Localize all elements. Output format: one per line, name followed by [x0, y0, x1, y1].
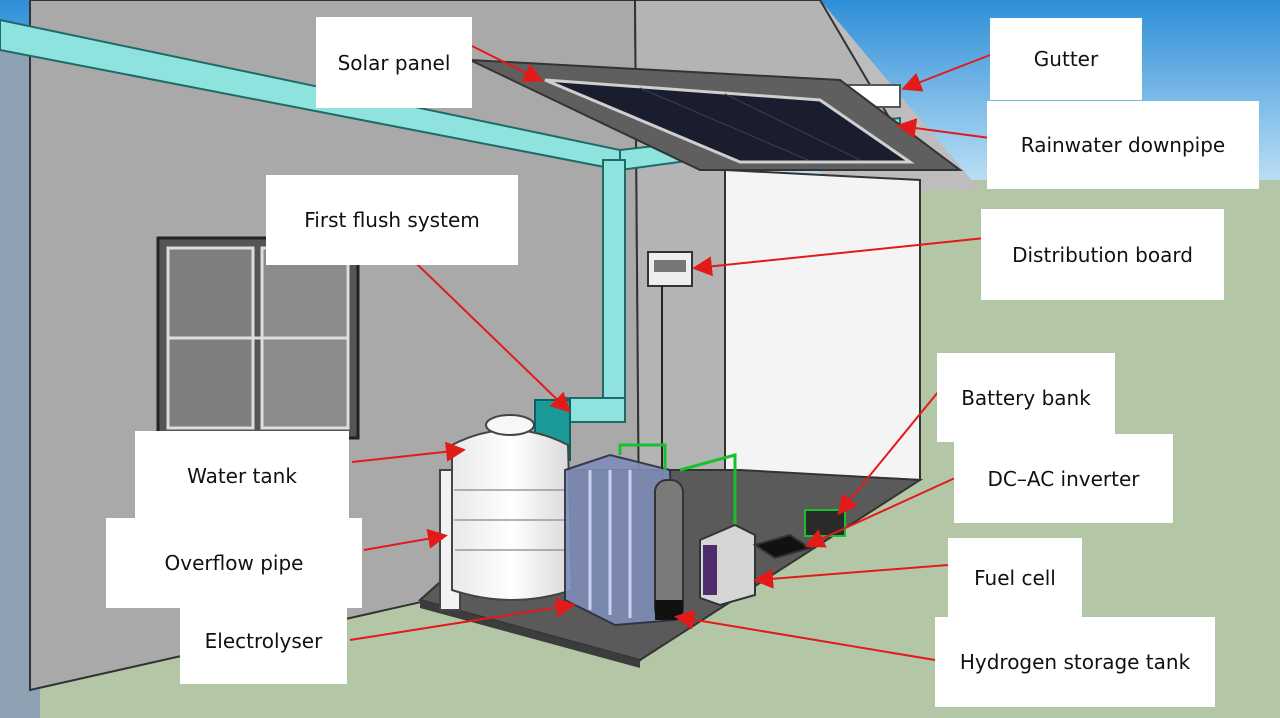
label-dc-ac-inverter: DC–AC inverter	[954, 434, 1173, 523]
downpipe	[602, 159, 626, 401]
hydrogen-cylinder	[654, 479, 684, 621]
label-first-flush-system: First flush system	[266, 175, 518, 265]
label-fuel-cell: Fuel cell	[948, 538, 1082, 617]
label-rainwater-downpipe: Rainwater downpipe	[987, 101, 1259, 189]
label-battery-bank: Battery bank	[937, 353, 1115, 442]
water-tank	[451, 429, 574, 601]
label-hydrogen-storage-tank: Hydrogen storage tank	[935, 617, 1215, 707]
label-overflow-pipe: Overflow pipe	[106, 518, 362, 608]
label-distribution-board: Distribution board	[981, 209, 1224, 300]
label-solar-panel: Solar panel	[316, 17, 472, 108]
label-gutter: Gutter	[990, 18, 1142, 100]
battery-bank	[804, 509, 846, 537]
right-wall	[724, 168, 921, 482]
solar-panel	[544, 78, 915, 164]
label-water-tank: Water tank	[135, 431, 349, 521]
dc-ac-inverter	[752, 533, 813, 560]
label-electrolyser: Electrolyser	[180, 598, 347, 684]
